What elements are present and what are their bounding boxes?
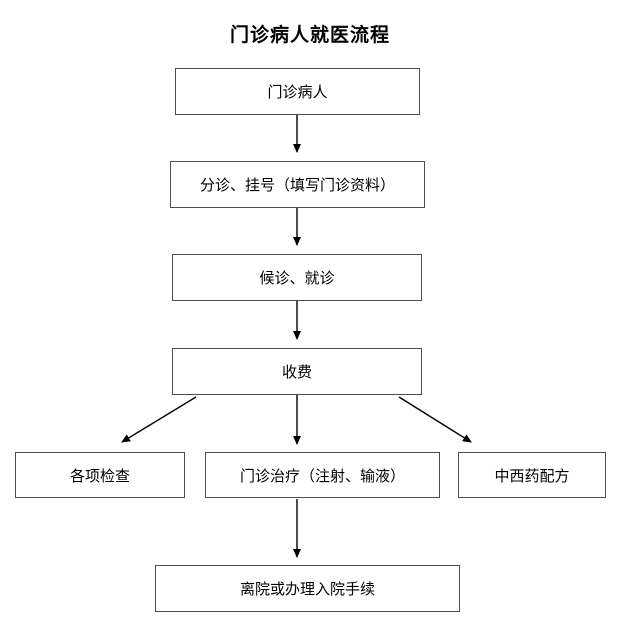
node-discharge: 离院或办理入院手续 [155,565,460,612]
node-treatment: 门诊治疗（注射、输液） [205,452,440,498]
arrow-fees-to-pharmacy [398,396,472,443]
node-triage: 分诊、挂号（填写门诊资料） [170,161,425,208]
node-waiting: 候诊、就诊 [172,254,422,301]
page-title: 门诊病人就医流程 [229,25,390,46]
node-exams: 各项检查 [15,452,185,498]
node-pharmacy: 中西药配方 [458,452,606,498]
node-outpatient: 门诊病人 [175,68,420,115]
arrow-fees-to-exams [121,396,197,443]
node-fees: 收费 [172,348,422,395]
